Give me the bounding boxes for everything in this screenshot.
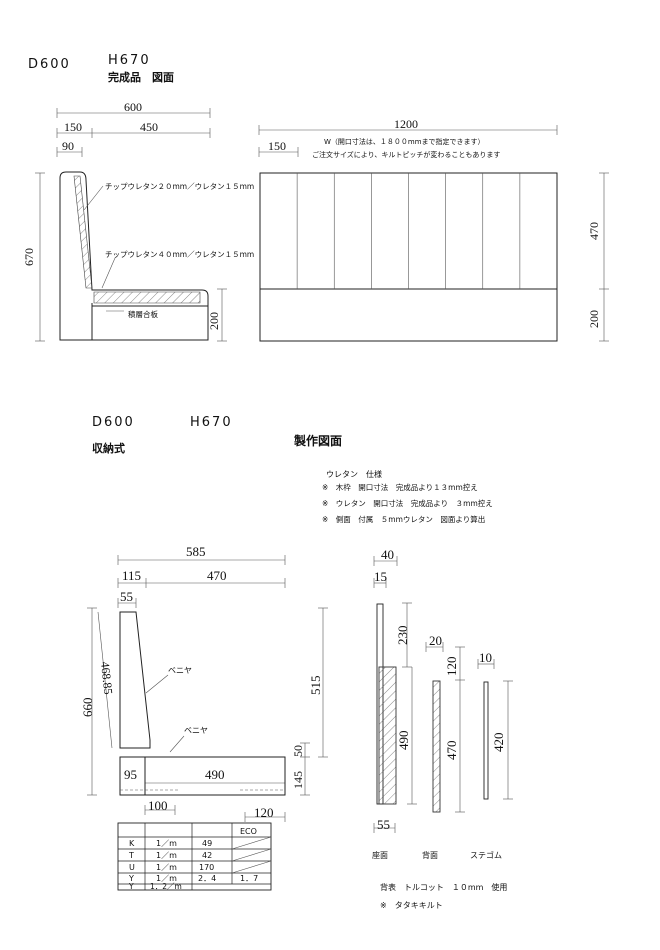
table-cell: 1／m [156,863,177,872]
fabric-note-1: 背表 トルコット １０mm 使用 [380,882,507,892]
dim-145: 145 [291,771,305,789]
dim-515: 515 [308,676,323,696]
bottom-title: 製作図面 [293,433,342,448]
dim-115: 115 [122,568,141,583]
dim-490-frame: 490 [205,767,225,782]
spec-line-2: ※ ウレタン 開口寸法 完成品より ３mm控え [322,498,493,508]
dim-20: 20 [429,633,442,648]
dim-front-200: 200 [587,310,601,328]
dim-230: 230 [395,626,410,646]
table-cell: 1．2／m [150,882,182,891]
dim-1200: 1200 [394,117,418,131]
dim-150: 150 [64,120,82,134]
table-cell: 2．4 [198,874,216,883]
dim-front-150: 150 [268,139,286,153]
dim-100: 100 [148,798,168,813]
dim-420: 420 [491,733,506,753]
table-cell: 49 [202,839,212,848]
table-header-eco: ECO [240,827,257,836]
table-cell: Y [128,882,134,891]
frame-view: ベニヤ ベニヤ [119,611,286,796]
fabric-notes: 背表 トルコット １０mm 使用 ※ タタキキルト [380,882,507,910]
spec-title: ウレタン 仕様 [326,469,382,479]
table-cell: 170 [199,863,214,872]
dim-15: 15 [374,569,387,584]
veneer-label-1: ベニヤ [168,666,192,675]
table-cell: 1／m [156,839,177,848]
quilt-lines [296,173,521,289]
veneer-label-2: ベニヤ [184,726,208,735]
w-note-1: W（開口寸法は、１８００mmまで指定できます） [324,137,485,146]
bottom-subtitle: 収納式 [92,441,125,455]
dim-470-frame: 470 [207,568,227,583]
material-table: ECO K 1／m 49 T 1／m 42 U 1／m 170 Y 1／m 2．… [117,822,272,891]
spec-line-1: ※ 木枠 開口寸法 完成品より１３mm控え [322,482,478,492]
dim-600: 600 [124,100,142,114]
back-part [432,680,441,813]
dim-200: 200 [207,312,221,330]
callout-back: チップウレタン２０mm／ウレタン１５mm [105,182,254,191]
callout-seat: チップウレタン４０mm／ウレタン１５mm [105,250,254,259]
table-cell: 42 [202,851,212,860]
table-cell: 1／m [156,874,177,883]
dim-670: 670 [22,248,36,266]
dim-468-85: 468.85 [98,661,115,695]
top-front-view [259,172,558,342]
top-front-dimensions: 1200 150 W（開口寸法は、１８００mmまで指定できます） ご注文サイズに… [258,117,609,342]
top-height: H670 [108,53,151,68]
dim-95: 95 [124,767,137,782]
top-model: D600 [28,57,71,72]
table-cell: T [128,851,134,860]
dim-55-part: 55 [377,817,390,832]
stegomu-part [483,681,489,800]
top-title: 完成品 図面 [108,70,174,84]
spec-notes: ウレタン 仕様 ※ 木枠 開口寸法 完成品より１３mm控え ※ ウレタン 開口寸… [322,469,493,524]
dim-40: 40 [381,547,394,562]
table-cell: U [129,863,135,872]
top-side-dimensions: 600 150 450 90 670 200 [22,100,227,342]
fabric-note-2: ※ タタキキルト [380,901,443,910]
top-side-view [59,171,209,341]
dim-490-part: 490 [396,731,411,751]
dim-470-part: 470 [444,741,459,761]
dim-10: 10 [479,650,492,665]
dim-50: 50 [291,745,305,757]
w-note-2: ご注文サイズにより、キルトピッチが変わることもあります [312,150,500,159]
top-header: D600 H670 完成品 図面 [28,53,174,84]
seat-part [378,666,397,805]
dim-120-part: 120 [444,657,459,677]
dim-90: 90 [62,139,74,153]
callout-base: 積層合板 [128,309,158,319]
bottom-model: D600 [92,415,135,430]
dim-450: 450 [140,120,158,134]
spec-line-3: ※ 側面 付属 ５mmウレタン 図面より算出 [322,514,485,524]
dim-585: 585 [186,544,206,559]
dim-55: 55 [120,589,133,604]
part-labels: 座面 背面 ステゴム [372,850,502,860]
parts-view [376,603,489,813]
label-stegomu: ステゴム [470,850,502,860]
table-cell: Y [128,874,134,883]
dim-470: 470 [587,222,601,240]
dim-660: 660 [80,698,95,718]
label-back: 背面 [422,850,438,860]
bottom-header: D600 H670 収納式 製作図面 [92,415,342,455]
parts-dimensions: 40 15 230 490 55 20 120 470 10 [373,547,513,833]
label-seat: 座面 [372,850,388,860]
table-cell: K [129,839,135,848]
top-callouts: チップウレタン２０mm／ウレタン１５mm チップウレタン４０mm／ウレタン１５m… [83,182,254,319]
dim-120: 120 [254,805,274,820]
frame-dimensions: 585 115 470 55 660 468.85 515 50 145 95 … [80,544,328,822]
table-cell: 1／m [156,851,177,860]
table-cell: 1．7 [240,874,258,883]
bottom-height: H670 [190,415,233,430]
